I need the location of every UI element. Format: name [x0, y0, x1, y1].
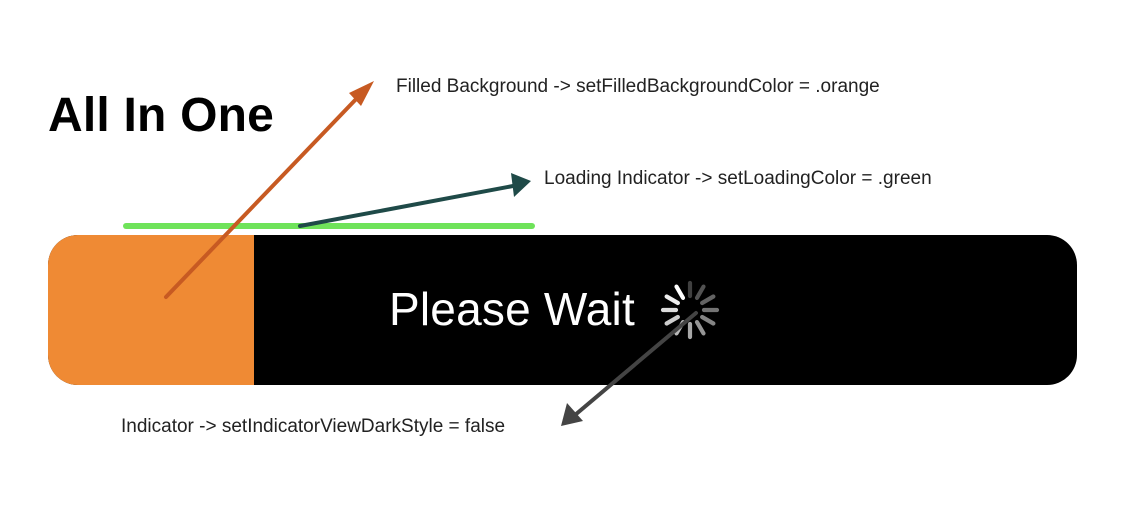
spinner-spoke: [664, 314, 680, 326]
button-label: Please Wait: [389, 283, 635, 335]
spinner-spoke: [694, 320, 706, 336]
loading-indicator-line: [123, 223, 535, 229]
loading-indicator-annotation: Loading Indicator -> setLoadingColor = .…: [544, 168, 932, 189]
spinner-spoke: [674, 284, 686, 300]
filled-background: [48, 235, 254, 385]
please-wait-button[interactable]: Please Wait: [48, 235, 1077, 385]
activity-spinner-icon: [660, 280, 720, 340]
spinner-spoke: [694, 284, 706, 300]
filled-background-annotation: Filled Background -> setFilledBackground…: [396, 76, 880, 97]
page-title: All In One: [48, 89, 275, 142]
spinner-spoke: [664, 294, 680, 306]
spinner-spoke: [700, 314, 716, 326]
indicator-annotation: Indicator -> setIndicatorViewDarkStyle =…: [121, 416, 506, 437]
spinner-spoke: [674, 320, 686, 336]
arrow-loading-indicator: [298, 173, 531, 228]
spinner-spoke: [700, 294, 716, 306]
